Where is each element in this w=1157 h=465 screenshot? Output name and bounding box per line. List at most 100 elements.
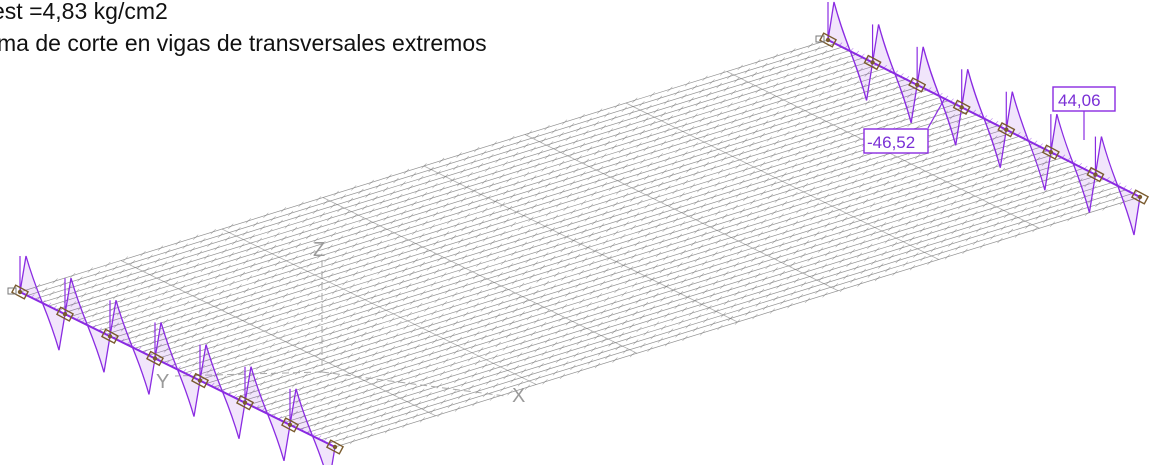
mesh-ticks	[342, 196, 1119, 441]
shear-hatch	[81, 319, 86, 323]
shear-hatch	[1028, 137, 1032, 142]
support-node	[1137, 194, 1143, 200]
shear-hatch	[1084, 165, 1088, 170]
shear-hatch	[76, 316, 80, 320]
support-node	[914, 82, 920, 88]
shear-hatch	[261, 407, 266, 412]
shear-hatch	[983, 115, 988, 119]
mesh-ticks	[135, 92, 913, 339]
shear-hatch	[1106, 176, 1110, 181]
mesh-ticks	[321, 185, 1097, 431]
mesh-ticks	[34, 42, 814, 290]
mesh-ticks	[313, 181, 1090, 427]
shear-hatch	[194, 374, 198, 379]
mesh-ticks	[70, 60, 849, 307]
cross-member	[322, 197, 638, 354]
shear-hatch	[1089, 168, 1094, 172]
shear-segment	[199, 344, 246, 439]
shear-hatch	[850, 48, 854, 52]
shear-hatch	[1134, 190, 1138, 195]
support-icon	[100, 328, 120, 345]
shear-hatch	[1067, 157, 1071, 161]
mesh-ticks	[228, 139, 1005, 385]
mesh-ticks	[56, 53, 835, 300]
shear-hatch	[104, 330, 108, 334]
shear-hatch	[928, 87, 932, 91]
mesh-ticks	[127, 89, 906, 336]
shear-hatch	[1000, 123, 1004, 128]
mesh-ticks	[263, 156, 1041, 403]
shear-segment	[19, 255, 66, 351]
shear-segment	[916, 46, 963, 146]
shear-hatch	[1117, 182, 1121, 186]
support-node	[1048, 149, 1054, 155]
shear-hatch	[1022, 134, 1027, 139]
shear-hatch	[188, 371, 192, 376]
shear-segment	[871, 24, 918, 124]
shear-hatch	[911, 78, 915, 83]
x-axis-label: X	[512, 385, 525, 407]
mesh-ticks	[349, 199, 1126, 445]
shear-hatch	[1111, 179, 1116, 184]
shear-hatch	[222, 388, 226, 392]
mesh-ticks	[149, 99, 927, 346]
shear-hatch	[256, 405, 260, 409]
shear-hatch	[939, 92, 943, 97]
mesh-ticks	[120, 85, 899, 332]
shear-hatch	[944, 95, 949, 100]
support-icon	[55, 306, 75, 322]
support-icon	[818, 32, 838, 48]
support-icon	[863, 54, 882, 71]
shear-hatch	[284, 418, 288, 423]
shear-hatch	[933, 90, 938, 94]
min-shear-value: -46,52	[867, 133, 915, 152]
support-icon	[325, 439, 345, 455]
mesh-ticks	[278, 164, 1055, 410]
support-icon	[145, 350, 165, 367]
y-axis-label: Y	[156, 371, 169, 393]
shear-hatch	[1039, 143, 1043, 147]
shear-hatch	[317, 435, 322, 439]
shear-hatch	[42, 299, 46, 304]
cross-member	[423, 165, 738, 323]
shear-hatch	[1123, 185, 1127, 189]
shear-hatch	[866, 56, 871, 60]
shear-hatch	[137, 346, 142, 351]
shear-hatch	[36, 297, 41, 301]
support-icon	[1086, 166, 1105, 183]
support-icon	[280, 417, 300, 433]
mesh-ticks	[142, 96, 920, 343]
mesh-ticks	[256, 153, 1034, 399]
cross-member	[625, 102, 939, 260]
shear-hatch	[211, 382, 215, 387]
shear-hatch	[239, 396, 243, 401]
support-icon	[190, 372, 210, 389]
shear-hatch	[861, 53, 865, 58]
shear-segment	[827, 1, 874, 101]
shear-segment	[109, 300, 156, 395]
support-node	[62, 311, 68, 317]
shear-hatch	[989, 118, 993, 122]
support-icon	[908, 77, 927, 93]
shear-hatch	[1045, 146, 1049, 150]
shear-hatch	[182, 369, 187, 373]
end-node-icon	[815, 35, 825, 43]
support-icon	[10, 284, 30, 300]
shear-diagram-right-transverse-beam	[815, 1, 1150, 236]
support-node	[959, 105, 964, 110]
shear-hatch	[87, 322, 91, 326]
support-node	[1093, 172, 1098, 177]
shear-hatch	[177, 366, 181, 370]
mesh-ticks	[292, 171, 1069, 417]
support-node	[197, 378, 203, 383]
shear-hatch	[883, 64, 887, 69]
global-axes: Z X Y	[156, 239, 525, 407]
shear-hatch	[955, 101, 960, 105]
mesh-ticks	[271, 160, 1048, 406]
mesh-ticks	[220, 135, 998, 381]
shear-hatch	[59, 308, 63, 312]
support-node	[825, 37, 831, 43]
mesh-ticks	[335, 192, 1112, 438]
mesh-ticks	[299, 174, 1076, 420]
support-icon	[952, 99, 971, 116]
